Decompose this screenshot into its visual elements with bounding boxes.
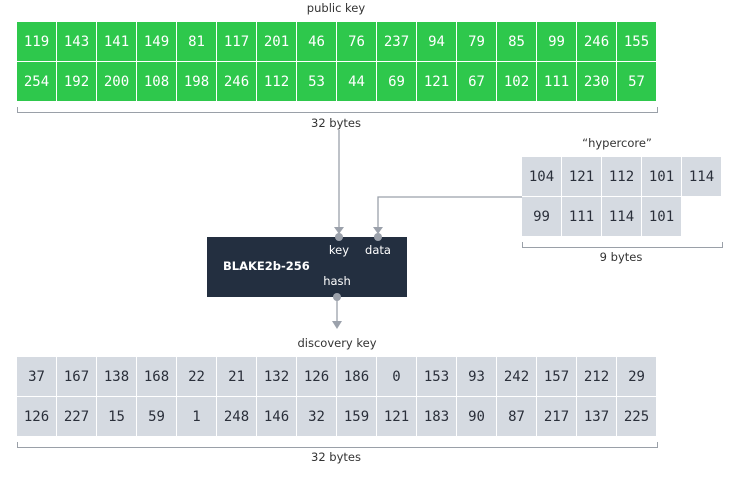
byte-cell: 227 [57, 397, 97, 437]
byte-cell: 114 [682, 157, 722, 197]
byte-cell: 126 [297, 357, 337, 397]
byte-cell: 87 [497, 397, 537, 437]
hypercore-bracket [522, 242, 723, 248]
byte-cell: 254 [17, 62, 57, 102]
byte-cell: 121 [377, 397, 417, 437]
byte-cell: 248 [217, 397, 257, 437]
byte-cell: 104 [522, 157, 562, 197]
byte-cell: 183 [417, 397, 457, 437]
discovery-key-size: 32 bytes [311, 450, 361, 464]
byte-cell: 69 [377, 62, 417, 102]
key-port-label: key [328, 243, 350, 257]
byte-cell: 186 [337, 357, 377, 397]
byte-cell: 237 [377, 22, 417, 62]
byte-cell: 22 [177, 357, 217, 397]
byte-cell: 99 [537, 22, 577, 62]
byte-cell: 146 [257, 397, 297, 437]
byte-cell: 0 [377, 357, 417, 397]
byte-cell: 112 [257, 62, 297, 102]
byte-cell: 21 [217, 357, 257, 397]
data-port-dot [374, 233, 382, 241]
byte-cell: 15 [97, 397, 137, 437]
key-port-dot [335, 233, 343, 241]
byte-cell: 198 [177, 62, 217, 102]
byte-cell: 111 [537, 62, 577, 102]
byte-cell: 79 [457, 22, 497, 62]
byte-cell: 59 [137, 397, 177, 437]
byte-cell: 46 [297, 22, 337, 62]
byte-cell: 132 [257, 357, 297, 397]
byte-cell: 138 [97, 357, 137, 397]
byte-cell: 53 [297, 62, 337, 102]
byte-cell: 90 [457, 397, 497, 437]
byte-cell: 201 [257, 22, 297, 62]
byte-cell: 57 [617, 62, 657, 102]
byte-cell: 246 [577, 22, 617, 62]
byte-cell: 32 [297, 397, 337, 437]
byte-cell: 225 [617, 397, 657, 437]
byte-cell: 143 [57, 22, 97, 62]
byte-cell: 1 [177, 397, 217, 437]
byte-cell: 99 [522, 197, 562, 237]
byte-cell: 37 [17, 357, 57, 397]
public-key-label: public key [306, 1, 366, 15]
byte-cell: 114 [602, 197, 642, 237]
data-port-label: data [365, 243, 391, 257]
byte-cell: 94 [417, 22, 457, 62]
hypercore-label: “hypercore” [582, 136, 652, 150]
byte-cell: 126 [17, 397, 57, 437]
byte-cell: 121 [562, 157, 602, 197]
byte-cell: 121 [417, 62, 457, 102]
byte-cell: 141 [97, 22, 137, 62]
byte-cell: 85 [497, 22, 537, 62]
hash-port-dot [333, 293, 341, 301]
byte-cell: 119 [17, 22, 57, 62]
byte-cell: 200 [97, 62, 137, 102]
byte-cell: 212 [577, 357, 617, 397]
byte-cell: 153 [417, 357, 457, 397]
byte-cell: 159 [337, 397, 377, 437]
discovery-key-label: discovery key [297, 336, 377, 350]
hash-function-title: BLAKE2b-256 [223, 259, 310, 273]
byte-cell: 230 [577, 62, 617, 102]
byte-cell: 155 [617, 22, 657, 62]
byte-cell: 246 [217, 62, 257, 102]
hash-port-label: hash [323, 274, 351, 288]
byte-cell: 102 [497, 62, 537, 102]
hypercore-size: 9 bytes [599, 250, 643, 264]
byte-cell: 192 [57, 62, 97, 102]
byte-cell: 81 [177, 22, 217, 62]
byte-cell: 167 [57, 357, 97, 397]
byte-cell: 67 [457, 62, 497, 102]
byte-cell: 93 [457, 357, 497, 397]
byte-cell: 101 [642, 157, 682, 197]
byte-cell: 108 [137, 62, 177, 102]
byte-cell: 168 [137, 357, 177, 397]
byte-cell: 157 [537, 357, 577, 397]
byte-cell: 112 [602, 157, 642, 197]
discovery-key-bracket [17, 442, 658, 448]
byte-cell: 29 [617, 357, 657, 397]
public-key-bracket [17, 107, 658, 113]
blake2b-hash-box: BLAKE2b-256 key data hash [207, 237, 407, 297]
byte-cell: 117 [217, 22, 257, 62]
byte-cell: 44 [337, 62, 377, 102]
byte-cell: 76 [337, 22, 377, 62]
byte-cell: 242 [497, 357, 537, 397]
byte-cell: 149 [137, 22, 177, 62]
byte-cell: 217 [537, 397, 577, 437]
byte-cell: 101 [642, 197, 682, 237]
byte-cell: 111 [562, 197, 602, 237]
byte-cell: 137 [577, 397, 617, 437]
public-key-size: 32 bytes [311, 116, 361, 130]
